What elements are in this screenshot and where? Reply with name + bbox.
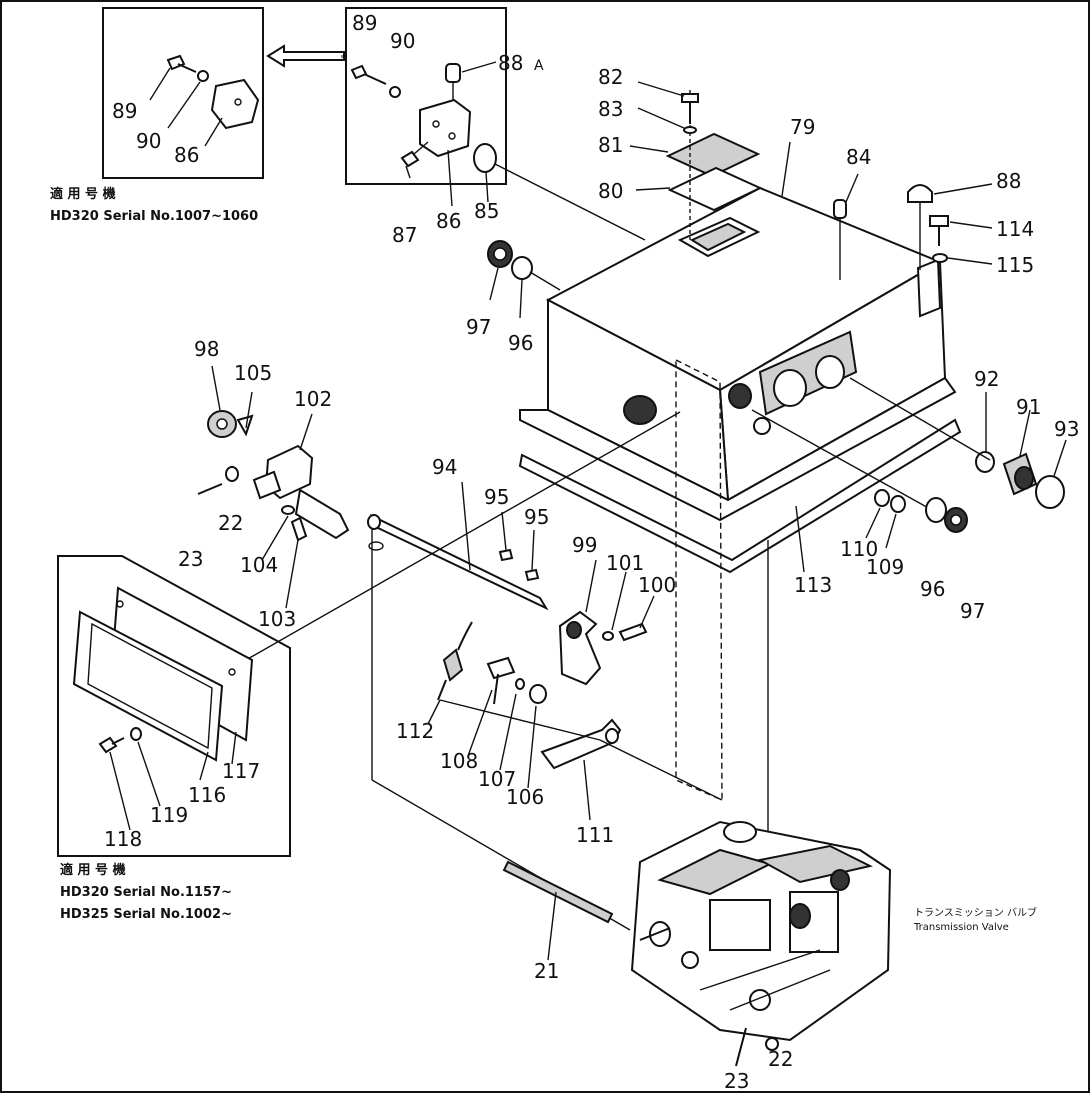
callout-88: 88 bbox=[996, 169, 1021, 193]
transmission-valve bbox=[630, 820, 892, 1067]
rod-21 bbox=[502, 860, 614, 961]
callout-85: 85 bbox=[474, 199, 499, 223]
callout-102: 102 bbox=[294, 387, 332, 411]
detail-box bbox=[345, 7, 507, 207]
callout-100: 100 bbox=[638, 573, 676, 597]
lever-102 bbox=[197, 365, 350, 609]
linkage-111 bbox=[427, 621, 622, 821]
callout-118: 118 bbox=[104, 827, 142, 851]
callout-88a: 88 bbox=[498, 51, 523, 75]
callout-94: 94 bbox=[432, 455, 457, 479]
callout-105: 105 bbox=[234, 361, 272, 385]
note-top-applicable: 適 用 号 機 bbox=[50, 186, 116, 202]
top-fittings bbox=[781, 141, 993, 280]
callout-110: 110 bbox=[840, 537, 878, 561]
shaft-94 bbox=[367, 481, 549, 611]
note-bottom-serial-1: HD320 Serial No.1157~ bbox=[60, 885, 232, 900]
callout-91: 91 bbox=[1016, 395, 1041, 419]
bearings-left bbox=[487, 240, 561, 319]
o-ring-85 bbox=[473, 143, 646, 241]
callout-109: 109 bbox=[866, 555, 904, 579]
callout-112: 112 bbox=[396, 719, 434, 743]
callout-22-left: 22 bbox=[218, 511, 243, 535]
callout-80: 80 bbox=[598, 179, 623, 203]
callout-83: 83 bbox=[598, 97, 623, 121]
callout-108: 108 bbox=[440, 749, 478, 773]
note-bottom-serial-2: HD325 Serial No.1002~ bbox=[60, 907, 232, 922]
callout-113: 113 bbox=[794, 573, 832, 597]
callout-86: 86 bbox=[436, 209, 461, 233]
callout-99: 99 bbox=[572, 533, 597, 557]
inset-cover-box bbox=[102, 7, 264, 179]
callout-90-inset: 90 bbox=[136, 129, 161, 153]
callout-106: 106 bbox=[506, 785, 544, 809]
callout-92: 92 bbox=[974, 367, 999, 391]
inset-arrow bbox=[266, 44, 345, 68]
valve-label-en: Transmission Valve bbox=[913, 922, 1009, 933]
lever-99 bbox=[558, 559, 655, 686]
callout-86-inset: 86 bbox=[174, 143, 199, 167]
callout-84: 84 bbox=[846, 145, 871, 169]
callout-96-right: 96 bbox=[920, 577, 945, 601]
callout-87: 87 bbox=[392, 223, 417, 247]
callout-119: 119 bbox=[150, 803, 188, 827]
callout-96-left: 96 bbox=[508, 331, 533, 355]
callout-22-right: 22 bbox=[768, 1047, 793, 1071]
callout-89: 89 bbox=[352, 11, 377, 35]
callout-111: 111 bbox=[576, 823, 614, 847]
inset-cover-plate-box bbox=[57, 555, 291, 857]
callout-21: 21 bbox=[534, 959, 559, 983]
right-bearing-group bbox=[849, 377, 1067, 509]
callout-88a-suffix: A bbox=[534, 58, 544, 74]
callout-93: 93 bbox=[1054, 417, 1079, 441]
note-bottom-applicable: 適 用 号 機 bbox=[60, 862, 126, 878]
callout-98: 98 bbox=[194, 337, 219, 361]
valve-label-jp: トランスミッション バルブ bbox=[914, 906, 1037, 919]
callout-23-left: 23 bbox=[178, 547, 203, 571]
callout-82: 82 bbox=[598, 65, 623, 89]
callout-89-inset: 89 bbox=[112, 99, 137, 123]
callout-95-b: 95 bbox=[524, 505, 549, 529]
callout-101: 101 bbox=[606, 551, 644, 575]
housing-79 bbox=[518, 186, 962, 802]
callout-90: 90 bbox=[390, 29, 415, 53]
callout-117: 117 bbox=[222, 759, 260, 783]
callout-104: 104 bbox=[240, 553, 278, 577]
callout-107: 107 bbox=[478, 767, 516, 791]
callout-115: 115 bbox=[996, 253, 1034, 277]
callout-95-a: 95 bbox=[484, 485, 509, 509]
callout-23-right: 23 bbox=[724, 1069, 749, 1093]
callout-79: 79 bbox=[790, 115, 815, 139]
note-top-serial: HD320 Serial No.1007~1060 bbox=[50, 209, 258, 224]
callout-97-right: 97 bbox=[960, 599, 985, 623]
callout-116: 116 bbox=[188, 783, 226, 807]
callout-103: 103 bbox=[258, 607, 296, 631]
right-lower-bearings bbox=[751, 409, 968, 573]
cover-81-gasket-80 bbox=[629, 81, 763, 240]
callout-114: 114 bbox=[996, 217, 1034, 241]
callout-81: 81 bbox=[598, 133, 623, 157]
callout-97-left: 97 bbox=[466, 315, 491, 339]
